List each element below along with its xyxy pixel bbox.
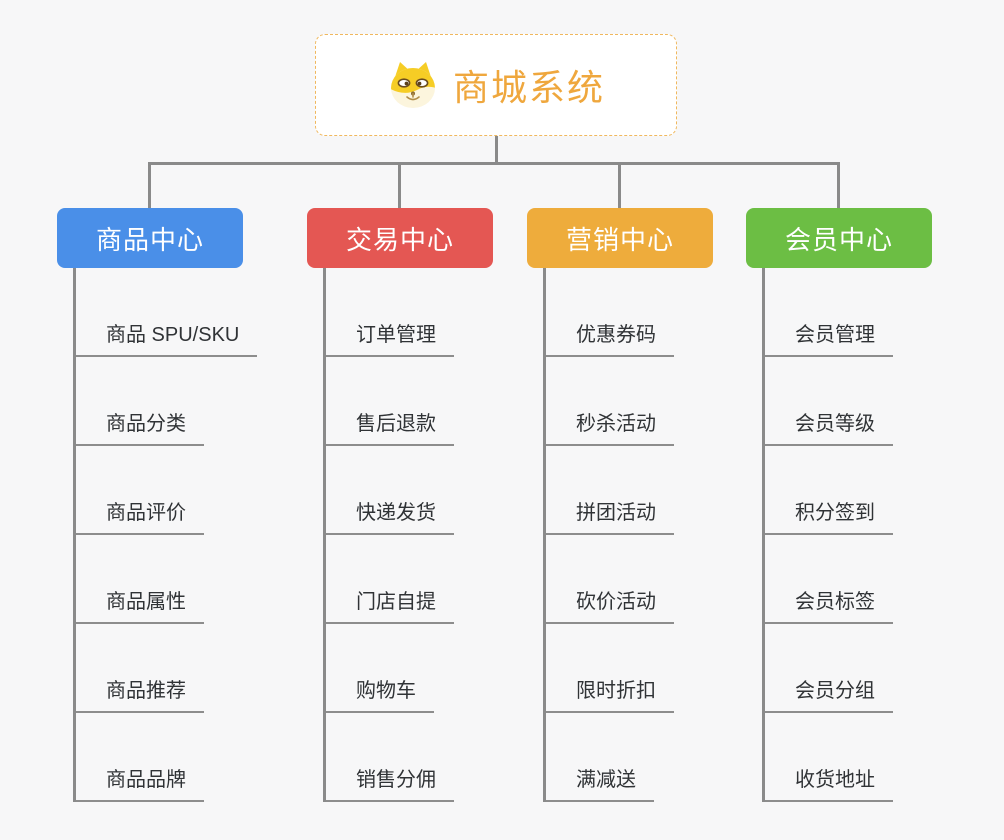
- mindmap-item[interactable]: 会员管理: [762, 268, 1004, 357]
- item-label: 商品 SPU/SKU: [73, 321, 258, 357]
- item-label: 砍价活动: [543, 588, 674, 624]
- connector-drop-product: [148, 162, 151, 209]
- item-label: 会员标签: [762, 588, 893, 624]
- item-label: 拼团活动: [543, 499, 674, 535]
- mindmap-item[interactable]: 拼团活动: [543, 446, 787, 535]
- mindmap-item[interactable]: 售后退款: [323, 357, 567, 446]
- item-label: 售后退款: [323, 410, 454, 446]
- branch-product-center: 商品中心 商品 SPU/SKU 商品分类 商品评价 商品属性 商品推荐 商品品牌: [57, 208, 317, 802]
- mindmap-item[interactable]: 销售分佣: [323, 713, 567, 802]
- branch-member-center: 会员中心 会员管理 会员等级 积分签到 会员标签 会员分组 收货地址: [746, 208, 1004, 802]
- item-label: 快递发货: [323, 499, 454, 535]
- item-label: 门店自提: [323, 588, 454, 624]
- item-label: 商品属性: [73, 588, 204, 624]
- mindmap-item[interactable]: 会员分组: [762, 624, 1004, 713]
- branch-box-marketing-center[interactable]: 营销中心: [527, 208, 713, 268]
- branch-items-product-center: 商品 SPU/SKU 商品分类 商品评价 商品属性 商品推荐 商品品牌: [73, 268, 317, 802]
- item-label: 优惠券码: [543, 321, 674, 357]
- connector-drop-marketing: [618, 162, 621, 209]
- branch-trunk-line: [73, 268, 76, 802]
- branch-items-member-center: 会员管理 会员等级 积分签到 会员标签 会员分组 收货地址: [762, 268, 1004, 802]
- mindmap-item[interactable]: 砍价活动: [543, 535, 787, 624]
- item-label: 订单管理: [323, 321, 454, 357]
- branch-box-trade-center[interactable]: 交易中心: [307, 208, 493, 268]
- item-label: 满减送: [543, 766, 654, 802]
- branch-trunk-line: [323, 268, 326, 802]
- branch-marketing-center: 营销中心 优惠券码 秒杀活动 拼团活动 砍价活动 限时折扣 满减送: [527, 208, 787, 802]
- item-label: 会员等级: [762, 410, 893, 446]
- item-label: 商品品牌: [73, 766, 204, 802]
- item-label: 秒杀活动: [543, 410, 674, 446]
- branch-box-member-center[interactable]: 会员中心: [746, 208, 932, 268]
- item-label: 销售分佣: [323, 766, 454, 802]
- item-label: 积分签到: [762, 499, 893, 535]
- item-label: 限时折扣: [543, 677, 674, 713]
- branch-trunk-line: [543, 268, 546, 802]
- branch-items-marketing-center: 优惠券码 秒杀活动 拼团活动 砍价活动 限时折扣 满减送: [543, 268, 787, 802]
- mindmap-item[interactable]: 门店自提: [323, 535, 567, 624]
- branch-box-product-center[interactable]: 商品中心: [57, 208, 243, 268]
- item-label: 会员分组: [762, 677, 893, 713]
- mindmap-item[interactable]: 商品属性: [73, 535, 317, 624]
- branch-trunk-line: [762, 268, 765, 802]
- connector-root-stub: [495, 136, 498, 163]
- branch-items-trade-center: 订单管理 售后退款 快递发货 门店自提 购物车 销售分佣: [323, 268, 567, 802]
- mindmap-item[interactable]: 快递发货: [323, 446, 567, 535]
- mindmap-item[interactable]: 商品评价: [73, 446, 317, 535]
- mindmap-item[interactable]: 会员等级: [762, 357, 1004, 446]
- item-label: 会员管理: [762, 321, 893, 357]
- connector-drop-trade: [398, 162, 401, 209]
- item-label: 商品推荐: [73, 677, 204, 713]
- dog-face-icon: [390, 62, 435, 108]
- item-label: 收货地址: [762, 766, 893, 802]
- mindmap-item[interactable]: 收货地址: [762, 713, 1004, 802]
- mindmap-item[interactable]: 商品分类: [73, 357, 317, 446]
- mindmap-item[interactable]: 限时折扣: [543, 624, 787, 713]
- mindmap-item[interactable]: 优惠券码: [543, 268, 787, 357]
- mindmap-item[interactable]: 订单管理: [323, 268, 567, 357]
- mindmap-item[interactable]: 商品品牌: [73, 713, 317, 802]
- root-node[interactable]: 商城系统: [315, 34, 677, 136]
- branch-trade-center: 交易中心 订单管理 售后退款 快递发货 门店自提 购物车 销售分佣: [307, 208, 567, 802]
- root-title: 商城系统: [452, 67, 605, 108]
- item-label: 商品评价: [73, 499, 204, 535]
- mindmap-item[interactable]: 商品 SPU/SKU: [73, 268, 317, 357]
- mindmap-item[interactable]: 满减送: [543, 713, 787, 802]
- item-label: 购物车: [323, 677, 434, 713]
- item-label: 商品分类: [73, 410, 204, 446]
- mindmap-item[interactable]: 积分签到: [762, 446, 1004, 535]
- connector-horizontal: [149, 162, 840, 165]
- mindmap-item[interactable]: 秒杀活动: [543, 357, 787, 446]
- mindmap-item[interactable]: 商品推荐: [73, 624, 317, 713]
- connector-drop-member: [837, 162, 840, 209]
- mindmap-item[interactable]: 购物车: [323, 624, 567, 713]
- mindmap-item[interactable]: 会员标签: [762, 535, 1004, 624]
